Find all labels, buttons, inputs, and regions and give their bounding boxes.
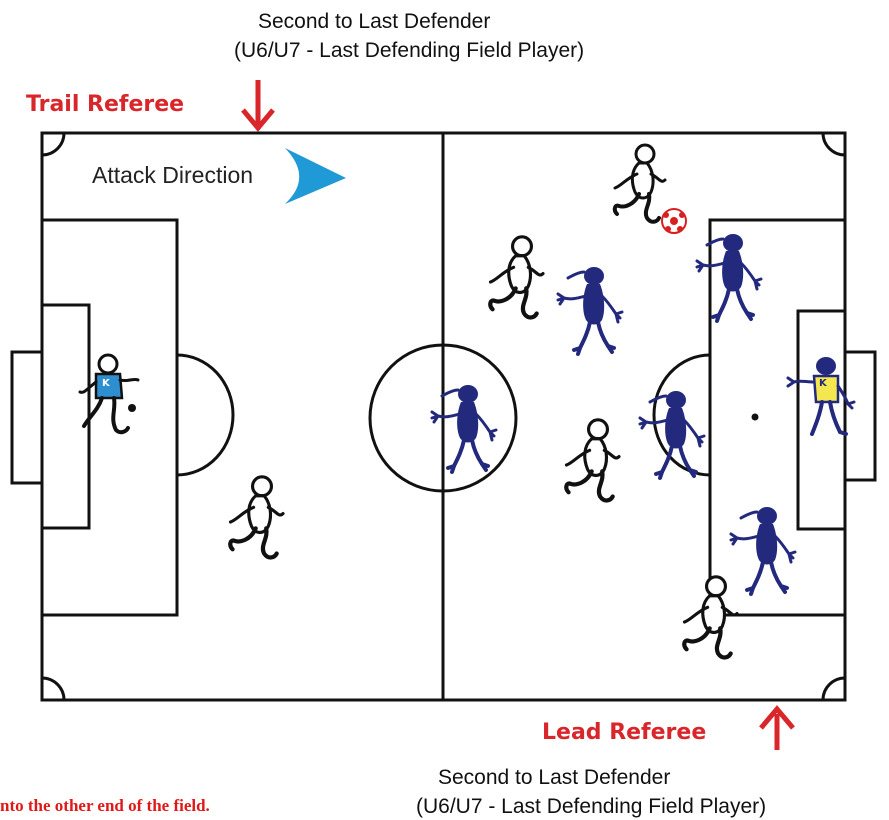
left-goalkeeper-letter: K [102, 378, 110, 389]
top-defender-label-line2: (U6/U7 - Last Defending Field Player) [234, 39, 585, 62]
corner-arc [41, 676, 66, 701]
bottom-defender-label-line2: (U6/U7 - Last Defending Field Player) [416, 795, 767, 818]
left-goalkeeper [78, 353, 140, 435]
right-goalkeeper-letter: K [819, 378, 827, 389]
lead-referee-label: Lead Referee [542, 720, 707, 745]
corner-arc [821, 132, 846, 157]
right-goal [843, 350, 877, 482]
trail-referee-label: Trail Referee [26, 92, 185, 117]
bottom-defender-label-line1: Second to Last Defender [438, 766, 671, 789]
soccer-ball-icon [661, 208, 687, 234]
corner-arc [41, 132, 66, 157]
corner-arc [821, 676, 846, 701]
attack-direction-arrow-icon [285, 148, 346, 204]
lead-referee-arrow-up-icon [759, 705, 795, 750]
right-goalkeeper [786, 357, 856, 436]
left-goal [10, 350, 44, 485]
caption-note: nto the other end of the field. [0, 796, 210, 815]
top-defender-label-line1: Second to Last Defender [258, 10, 491, 33]
right-penalty-arc [652, 353, 711, 477]
attack-direction-label: Attack Direction [92, 162, 254, 188]
left-penalty-arc [176, 353, 235, 477]
center-circle [368, 343, 518, 493]
trail-referee-arrow-down-icon [241, 80, 275, 132]
penalty-spot [751, 413, 759, 421]
